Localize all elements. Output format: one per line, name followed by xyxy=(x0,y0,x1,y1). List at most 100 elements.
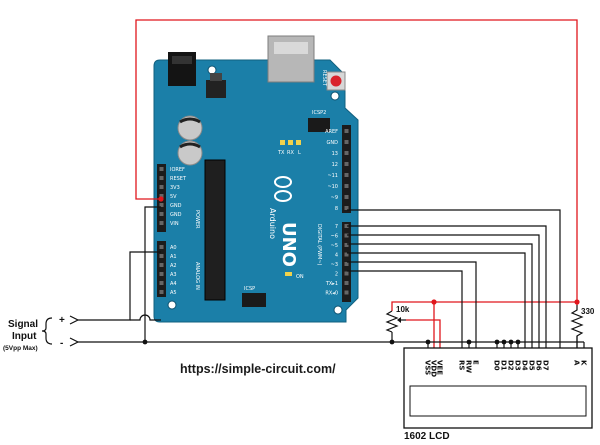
signal-note: (5Vpp Max) xyxy=(3,345,38,352)
header-pin xyxy=(159,245,164,249)
tx-led xyxy=(280,140,285,145)
wire-5v-top xyxy=(135,19,578,305)
reset-label: RESET xyxy=(321,70,327,87)
lcd-pin-label: D0 xyxy=(493,360,501,371)
digital-pin-label: ~3 xyxy=(331,262,338,268)
uno-logo: UNO xyxy=(278,222,299,267)
digital-pin-label: 4 xyxy=(335,253,338,259)
lcd-pin-label: D7 xyxy=(542,360,550,371)
digital-pin-label: 2 xyxy=(335,272,338,278)
power-pin-label: VIN xyxy=(170,221,179,227)
lcd-pin-label: RW xyxy=(465,360,473,373)
digital-pin-label: ~11 xyxy=(327,173,338,179)
wire-d6 xyxy=(347,234,540,352)
junction-dot xyxy=(574,299,580,305)
rx-label: RX xyxy=(287,150,294,156)
power-pin-label: RESET xyxy=(170,176,187,182)
analog-pin-label: A4 xyxy=(170,281,177,287)
mounting-hole xyxy=(167,300,177,310)
digital-header-label: DIGITAL (PWM~) xyxy=(316,224,322,266)
rx-led xyxy=(288,140,293,145)
atmega-chip xyxy=(204,159,226,301)
header-pin xyxy=(344,252,349,257)
voltage-regulator xyxy=(206,80,226,98)
arduino-board: RESET ICSP2 ICSP TX RX L ON Arduino UNO … xyxy=(153,35,359,323)
header-pin xyxy=(159,194,164,198)
signal-label-line1: Signal xyxy=(8,319,38,330)
header-pin xyxy=(344,243,349,247)
mounting-hole xyxy=(207,65,217,75)
potentiometer-10k xyxy=(385,310,399,333)
tx-label: TX xyxy=(277,150,285,156)
power-pin-label: 3V3 xyxy=(170,185,180,191)
junction-dot xyxy=(515,339,521,345)
digital-pin-label: GND xyxy=(327,140,339,146)
header-pin xyxy=(344,162,349,166)
junction-dot xyxy=(425,339,431,345)
header-pin xyxy=(159,263,164,267)
on-label: ON xyxy=(296,274,304,280)
digital-pin-label: RX◂0 xyxy=(325,291,338,297)
lcd-screen xyxy=(409,385,587,417)
header-pin xyxy=(344,224,349,228)
header-pin xyxy=(159,272,164,276)
header-pin xyxy=(344,195,349,199)
header-pin xyxy=(344,140,349,144)
header-pin xyxy=(159,167,164,171)
capacitor-mark xyxy=(179,117,201,124)
analog-pin-label: A0 xyxy=(170,245,177,251)
lcd-pin-label: D1 xyxy=(500,360,508,371)
lcd-pin-label: K xyxy=(580,360,588,366)
resistor-label: 330 xyxy=(581,307,595,316)
header-pin xyxy=(344,173,349,177)
analog-pin-label: A1 xyxy=(170,254,177,260)
junction-dot xyxy=(158,196,164,202)
signal-bracket xyxy=(41,317,53,345)
junction-dot xyxy=(508,339,514,345)
digital-header-top xyxy=(342,125,351,213)
junction-dot xyxy=(494,339,500,345)
header-pin xyxy=(159,203,164,207)
lcd-pin-label: VDD xyxy=(430,360,438,377)
header-pin xyxy=(344,184,349,188)
digital-pin-label: ~6 xyxy=(331,234,338,240)
logo-infinity-left xyxy=(274,176,292,188)
power-pin-label: GND xyxy=(170,212,182,218)
lcd-pin-label: D3 xyxy=(514,360,522,371)
digital-pin-label: ~9 xyxy=(331,195,338,201)
header-pin xyxy=(159,221,164,225)
capacitor-mark xyxy=(179,142,201,149)
junction-dot xyxy=(501,339,507,345)
lcd-pin-label: D5 xyxy=(528,360,536,371)
digital-pin-label: 12 xyxy=(332,162,338,168)
power-pin-label: GND xyxy=(170,203,182,209)
junction-dot xyxy=(389,339,395,345)
junction-dot xyxy=(431,299,437,305)
wire-vee xyxy=(406,319,441,352)
wire-d7 xyxy=(347,225,547,352)
analog-header xyxy=(157,241,166,297)
wire-5v-rail xyxy=(391,301,577,311)
wire-e xyxy=(347,261,477,352)
wire-d5 xyxy=(347,243,533,352)
mounting-hole xyxy=(330,91,340,101)
header-pin xyxy=(344,233,349,238)
header-pin xyxy=(344,151,349,155)
icsp-header xyxy=(242,293,266,307)
header-pin xyxy=(159,176,164,180)
header-pin xyxy=(344,281,349,285)
pot-wiper-arrow xyxy=(397,317,401,323)
icsp2-header xyxy=(308,118,330,132)
lcd-title: 1602 LCD xyxy=(404,431,450,440)
analog-header-label: ANALOG IN xyxy=(194,262,200,290)
icsp2-label: ICSP2 xyxy=(312,110,326,116)
lcd-pin-label: D4 xyxy=(521,360,529,371)
wire-crossover xyxy=(130,314,161,321)
header-pin xyxy=(159,281,164,285)
